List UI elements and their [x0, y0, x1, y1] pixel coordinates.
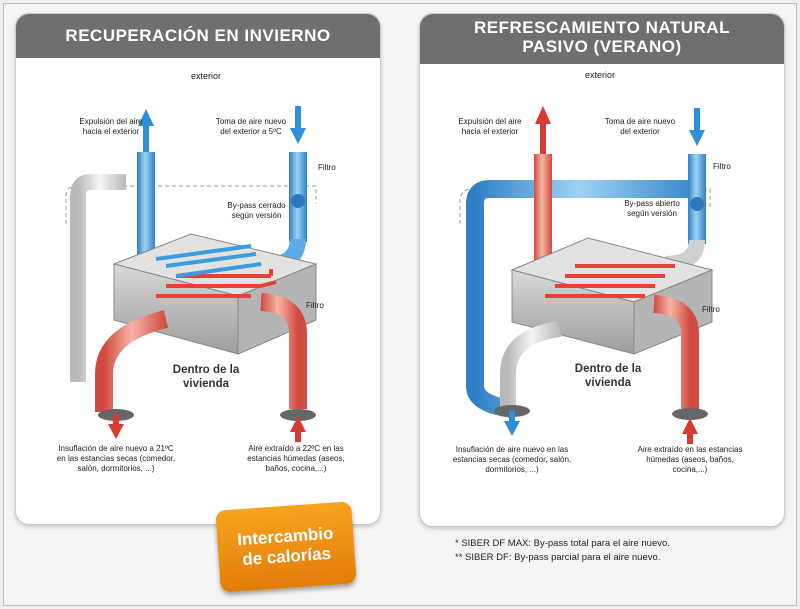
warm-flow-arrows: [545, 264, 675, 298]
exhaust-pipe: [137, 152, 155, 262]
filter-label-top: Filtro: [318, 163, 336, 172]
panel-title: REFRESCAMIENTO NATURAL PASIVO (VERANO): [420, 14, 784, 64]
exhaust-pipe: [534, 154, 552, 262]
supply-pipe: [500, 321, 562, 412]
exterior-label: exterior: [584, 70, 615, 80]
filter-label-top: Filtro: [713, 162, 731, 171]
winter-airflow-diagram: [65, 106, 318, 442]
filter-label-mid: Filtro: [306, 301, 324, 310]
exhaust-arrow: [138, 109, 154, 152]
extract-arrow: [290, 416, 306, 442]
footnote-siber-df: ** SIBER DF: By-pass parcial para el air…: [455, 552, 661, 563]
intake-arrow: [290, 106, 306, 144]
extract-pipe: [653, 295, 699, 409]
supply-arrow: [504, 411, 520, 436]
summer-cooling-panel: REFRESCAMIENTO NATURAL PASIVO (VERANO) e…: [419, 13, 785, 527]
cold-flow-arrows: [155, 244, 262, 278]
extract-arrow: [682, 418, 698, 444]
winter-recovery-panel: RECUPERACIÓN EN INVIERNO exterior Expuls…: [15, 13, 381, 525]
exterior-label: exterior: [190, 71, 221, 81]
extract-pipe: [260, 293, 307, 409]
bypass-valve: [690, 197, 704, 211]
supply-arrow: [108, 414, 124, 439]
exhaust-arrow: [535, 106, 551, 154]
bypass-duct: [466, 180, 705, 418]
summer-airflow-diagram: [459, 106, 714, 444]
extract-vent: [280, 409, 316, 421]
heat-exchange-badge: Intercambio de calorías: [215, 501, 357, 593]
bypass-valve: [291, 194, 305, 208]
extract-vent: [672, 408, 708, 420]
warm-flow-arrows: [156, 269, 277, 298]
intake-arrow: [689, 108, 705, 146]
supply-pipe: [95, 310, 169, 412]
footnote-siber-df-max: * SIBER DF MAX: By-pass total para el ai…: [455, 538, 670, 549]
filter-label-mid: Filtro: [702, 305, 720, 314]
bypass-duct: [70, 174, 126, 382]
panel-title: RECUPERACIÓN EN INVIERNO: [16, 14, 380, 58]
